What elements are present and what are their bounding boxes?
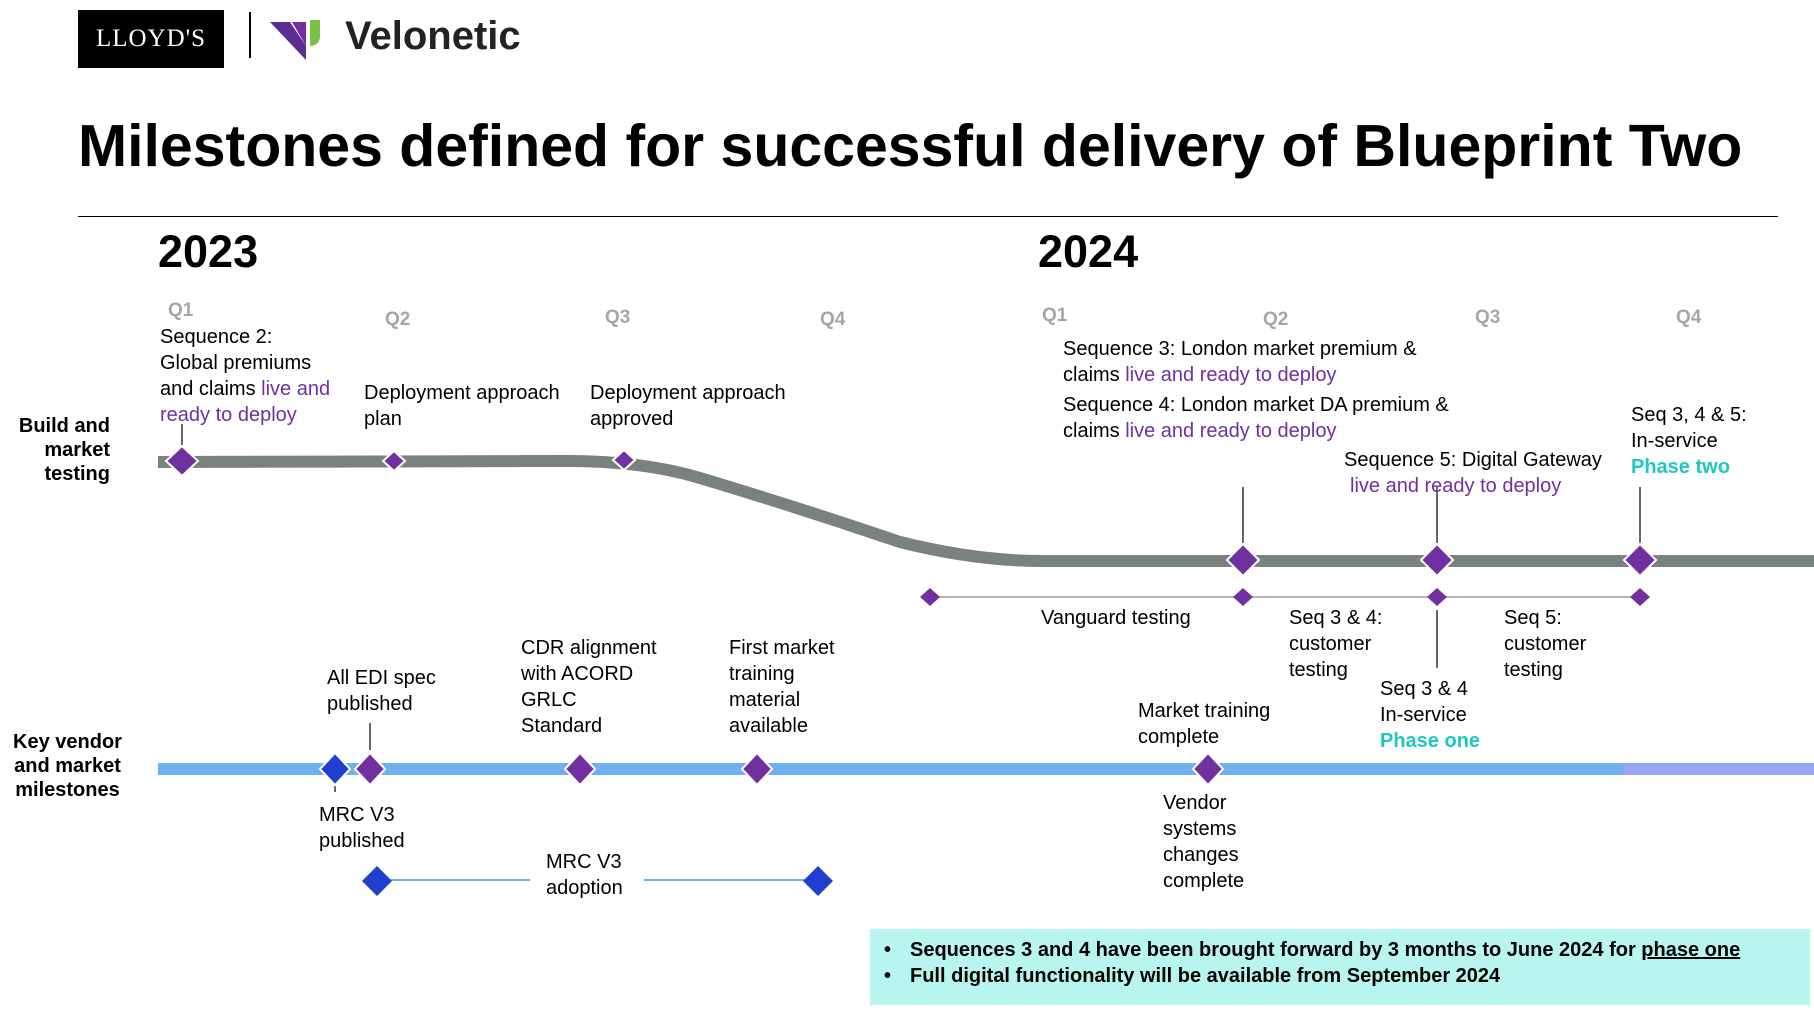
milestone-seq5: Sequence 5: Digital Gateway live and rea… [1344,449,1602,497]
quarter-2023-q1: Q1 [168,300,194,321]
diamond-milestone-icon [1191,751,1225,787]
vendor-track-fade [1624,763,1814,775]
diamond-milestone-icon [362,866,392,896]
vendor-track [158,763,1624,775]
diamond-milestone-icon [318,751,352,787]
build-track [157,454,1814,568]
milestone-seq4: Sequence 4: London market DA premium & c… [1063,394,1449,442]
note-line-1: •Sequences 3 and 4 have been brought for… [884,939,1741,961]
diamond-milestone-icon [611,448,637,472]
quarter-2024-q1: Q1 [1042,305,1068,326]
diamond-milestone-icon [920,588,940,606]
milestone-seq2: Sequence 2: Global premiums and claims l… [160,326,331,426]
diamond-milestone-icon [803,866,833,896]
title-divider [78,216,1778,217]
vanguard-testing-label: Vanguard testing [1041,607,1191,629]
logo-divider [249,12,251,58]
diamond-milestone-icon [1233,588,1253,606]
quarter-2024-q2: Q2 [1263,309,1289,330]
quarter-2023-q3: Q3 [605,307,631,328]
diamond-milestone-icon [1427,588,1447,606]
milestone-seq3: Sequence 3: London market premium & clai… [1063,338,1417,386]
velonetic-logo-text: Velonetic [345,14,521,58]
milestone-seq345-inservice: Seq 3, 4 & 5: In-service Phase two [1631,404,1747,478]
diamond-milestone-icon [1622,542,1658,578]
diamond-milestone-icon [381,449,407,473]
seq34-inservice-phase-one: Seq 3 & 4 In-service Phase one [1380,678,1481,752]
note-line-2: •Full digital functionality will be avai… [884,965,1501,987]
diamond-milestone-icon [1419,542,1455,578]
lloyds-logo: LLOYD'S [78,10,224,68]
diamond-milestone-icon [563,751,597,787]
year-2023: 2023 [158,226,259,277]
quarter-2023-q4: Q4 [820,309,846,330]
key-notes-box: •Sequences 3 and 4 have been brought for… [870,929,1810,1005]
quarter-2024-q3: Q3 [1475,307,1501,328]
diamond-milestone-icon [353,751,387,787]
diamond-milestone-icon [1225,542,1261,578]
quarter-2024-q4: Q4 [1676,307,1702,328]
year-2024: 2024 [1038,226,1139,277]
diamond-milestone-icon [1630,588,1650,606]
quarter-2023-q2: Q2 [385,309,411,330]
diamond-milestone-icon [740,751,774,787]
velonetic-mark-icon [270,20,320,60]
page-title: Milestones defined for successful delive… [78,113,1743,179]
diamond-milestone-icon [164,444,200,478]
